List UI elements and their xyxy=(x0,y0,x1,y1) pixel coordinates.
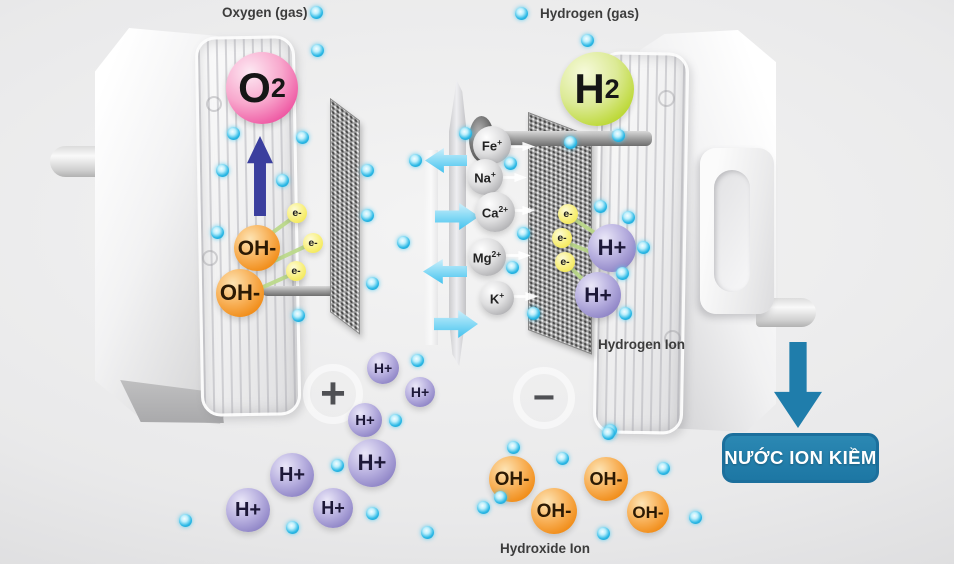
mineral-right-arrow-icon xyxy=(507,141,535,152)
water-molecule-icon xyxy=(503,156,517,170)
water-molecule-icon xyxy=(365,506,379,520)
hydroxide-ion-sphere: OH- xyxy=(234,225,280,271)
hydrogen-ion-sphere: H+ xyxy=(588,224,636,272)
hydrogen-ion-sphere: H+ xyxy=(313,488,353,528)
left-mesh-electrode xyxy=(330,98,360,335)
hydrogen-ion-sphere: H+ xyxy=(270,453,314,497)
panel-hole xyxy=(202,250,218,266)
water-molecule-icon xyxy=(458,126,472,140)
water-molecule-icon xyxy=(226,126,240,140)
electron: e- xyxy=(552,228,572,248)
water-molecule-icon xyxy=(555,451,569,465)
water-molecule-icon xyxy=(636,240,650,254)
mineral-right-arrow-icon xyxy=(499,172,527,183)
mineral-ion-ca: Ca2+ xyxy=(475,192,515,232)
water-molecule-icon xyxy=(526,306,540,320)
mineral-right-arrow-icon xyxy=(507,205,535,216)
water-molecule-icon xyxy=(656,461,670,475)
water-molecule-icon xyxy=(330,458,344,472)
mineral-ion-na: Na+ xyxy=(467,159,503,195)
water-molecule-icon xyxy=(493,490,507,504)
electron: e- xyxy=(286,261,306,281)
membrane-reflection xyxy=(424,150,438,345)
hydroxide-ion-sphere: OH- xyxy=(531,488,577,534)
right-chamber-handle-slot xyxy=(714,170,750,292)
water-molecule-icon xyxy=(615,266,629,280)
water-molecule-icon xyxy=(210,225,224,239)
water-molecule-icon xyxy=(688,510,702,524)
panel-hole xyxy=(664,330,681,347)
hydrogen-ion-sphere: H+ xyxy=(367,352,399,384)
negative-electrode-sign: − xyxy=(513,367,575,429)
panel-hole xyxy=(658,90,675,107)
water-molecule-icon xyxy=(506,440,520,454)
hydrogen-ion-sphere: H+ xyxy=(226,488,270,532)
water-molecule-icon xyxy=(580,33,594,47)
positive-electrode-sign: + xyxy=(303,364,363,424)
electron: e- xyxy=(555,252,575,272)
water-molecule-icon xyxy=(621,210,635,224)
water-molecule-icon xyxy=(563,135,577,149)
water-molecule-icon xyxy=(360,163,374,177)
water-molecule-icon xyxy=(360,208,374,222)
water-molecule-icon xyxy=(291,308,305,322)
mineral-ion-k: K+ xyxy=(480,281,514,315)
water-molecule-icon xyxy=(309,5,323,19)
water-molecule-icon xyxy=(310,43,324,57)
left-electrode-rod xyxy=(262,286,346,296)
electron: e- xyxy=(303,233,323,253)
water-molecule-icon xyxy=(516,226,530,240)
water-molecule-icon xyxy=(601,426,615,440)
water-molecule-icon xyxy=(514,6,528,20)
water-molecule-icon xyxy=(285,520,299,534)
hydrogen-ion-sphere: H+ xyxy=(405,377,435,407)
hydrogen-gas-label: Hydrogen (gas) xyxy=(540,6,640,21)
water-molecule-icon xyxy=(611,128,625,142)
hydroxide-ion-sphere: OH- xyxy=(627,491,669,533)
water-molecule-icon xyxy=(596,526,610,540)
electron: e- xyxy=(287,203,307,223)
hydroxide-ion-sphere: OH- xyxy=(216,269,264,317)
water-molecule-icon xyxy=(365,276,379,290)
hydrogen-ion-sphere: H+ xyxy=(348,439,396,487)
water-molecule-icon xyxy=(408,153,422,167)
mineral-ion-mg: Mg2+ xyxy=(468,238,506,276)
water-molecule-icon xyxy=(420,525,434,539)
water-molecule-icon xyxy=(295,130,309,144)
alkaline-water-down-arrow-icon xyxy=(774,342,822,428)
hydrogen-ion-label: Hydrogen Ion xyxy=(598,337,685,352)
water-molecule-icon xyxy=(215,163,229,177)
electron: e- xyxy=(558,204,578,224)
water-molecule-icon xyxy=(593,199,607,213)
water-molecule-icon xyxy=(476,500,490,514)
hydrogen-ion-sphere: H+ xyxy=(348,403,382,437)
mineral-right-arrow-icon xyxy=(503,250,531,261)
hydrogen-ion-sphere: H+ xyxy=(575,272,621,318)
water-molecule-icon xyxy=(618,306,632,320)
oxygen-gas-label: Oxygen (gas) xyxy=(222,5,308,20)
water-molecule-icon xyxy=(410,353,424,367)
panel-hole xyxy=(206,96,222,112)
water-molecule-icon xyxy=(178,513,192,527)
ion-exchange-membrane xyxy=(449,80,466,366)
mineral-ion-fe: Fe+ xyxy=(473,126,511,164)
alkaline-water-output-label: NƯỚC ION KIỀM xyxy=(722,433,879,483)
water-molecule-icon xyxy=(275,173,289,187)
water-molecule-icon xyxy=(505,260,519,274)
hydroxide-ion-label: Hydroxide Ion xyxy=(500,541,591,556)
mineral-right-arrow-icon xyxy=(510,291,538,302)
water-molecule-icon xyxy=(396,235,410,249)
hydroxide-ion-sphere: OH- xyxy=(584,457,628,501)
water-molecule-icon xyxy=(388,413,402,427)
